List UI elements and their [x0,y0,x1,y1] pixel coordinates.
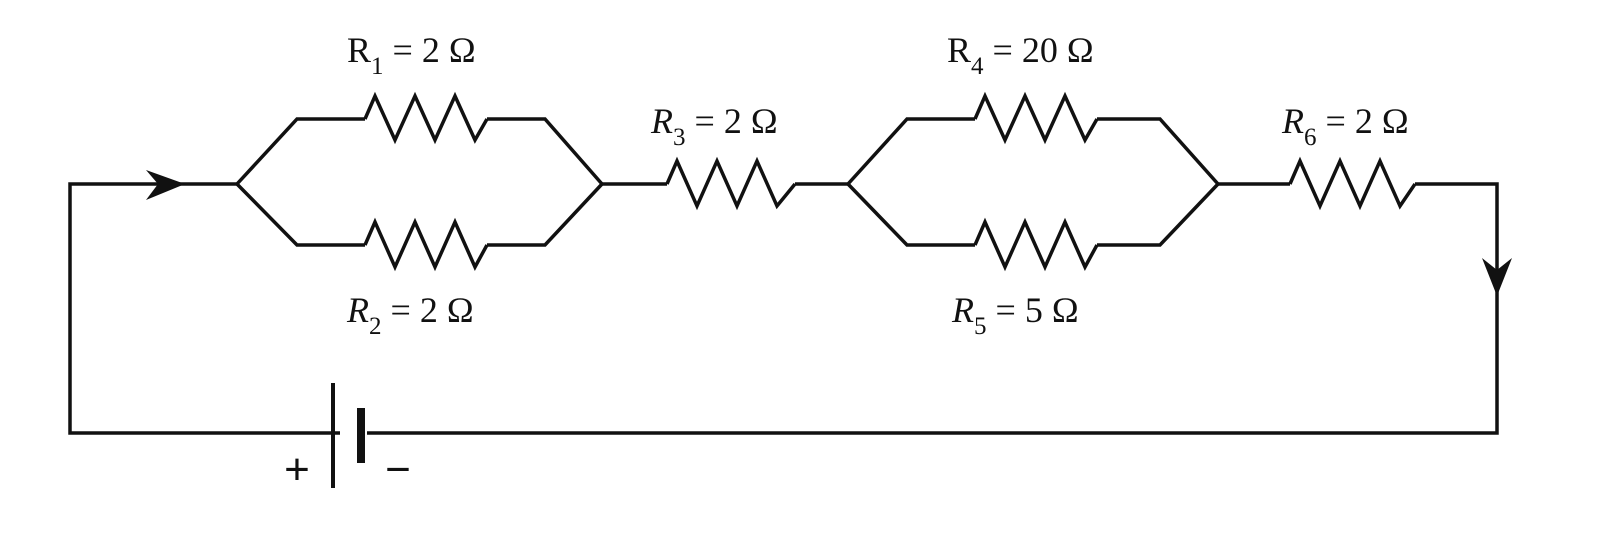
wire-r2-branch-right [487,182,604,247]
resistor-r6 [1288,156,1417,211]
label-r2: R2 = 2 Ω [346,290,474,340]
resistor-r5 [973,217,1099,272]
wire-r2-branch [235,182,365,247]
label-r3-subscript: 3 [673,124,686,151]
label-r1-symbol: R [347,30,371,70]
wire-left-loop [68,182,340,435]
wire-r5-branch [846,182,975,247]
label-r5-value: 5 Ω [1025,290,1079,330]
label-r6-subscript: 6 [1304,124,1317,151]
label-r1: R1 = 2 Ω [347,30,476,80]
wire-r1-branch [235,117,365,186]
label-r4-value: 20 Ω [1022,30,1094,70]
label-r4: R4 = 20 Ω [947,30,1094,80]
label-r2-value: 2 Ω [420,290,474,330]
wire-r4-branch-right [1097,117,1220,186]
battery-negative-sign: − [385,445,411,494]
battery-positive-sign: + [284,445,310,494]
resistor-r1 [363,91,489,145]
wire-r5-branch-right [1097,182,1220,247]
label-r6: R6 = 2 Ω [1281,101,1409,151]
label-r6-value: 2 Ω [1355,101,1409,141]
label-r3-symbol: R [650,101,673,141]
label-r2-symbol: R [346,290,369,330]
current-arrow-down-icon [1482,258,1512,296]
wire-r4-branch [846,117,975,186]
label-r3: R3 = 2 Ω [650,101,778,151]
wire-right-loop [367,182,1499,435]
label-r5-subscript: 5 [974,313,987,340]
label-r4-symbol: R [947,30,971,70]
label-r3-value: 2 Ω [724,101,778,141]
resistor-r4 [973,91,1099,145]
label-r4-subscript: 4 [971,53,984,80]
label-r6-symbol: R [1281,101,1304,141]
resistor-r2 [363,217,489,272]
label-r2-subscript: 2 [369,313,382,340]
label-r1-subscript: 1 [371,53,384,80]
label-r5-symbol: R [951,290,974,330]
wire-r1-branch-right [487,117,604,186]
label-r1-value: 2 Ω [422,30,476,70]
label-r5: R5 = 5 Ω [951,290,1079,340]
current-arrow-right-icon [146,170,185,200]
resistor-r3 [665,156,797,211]
